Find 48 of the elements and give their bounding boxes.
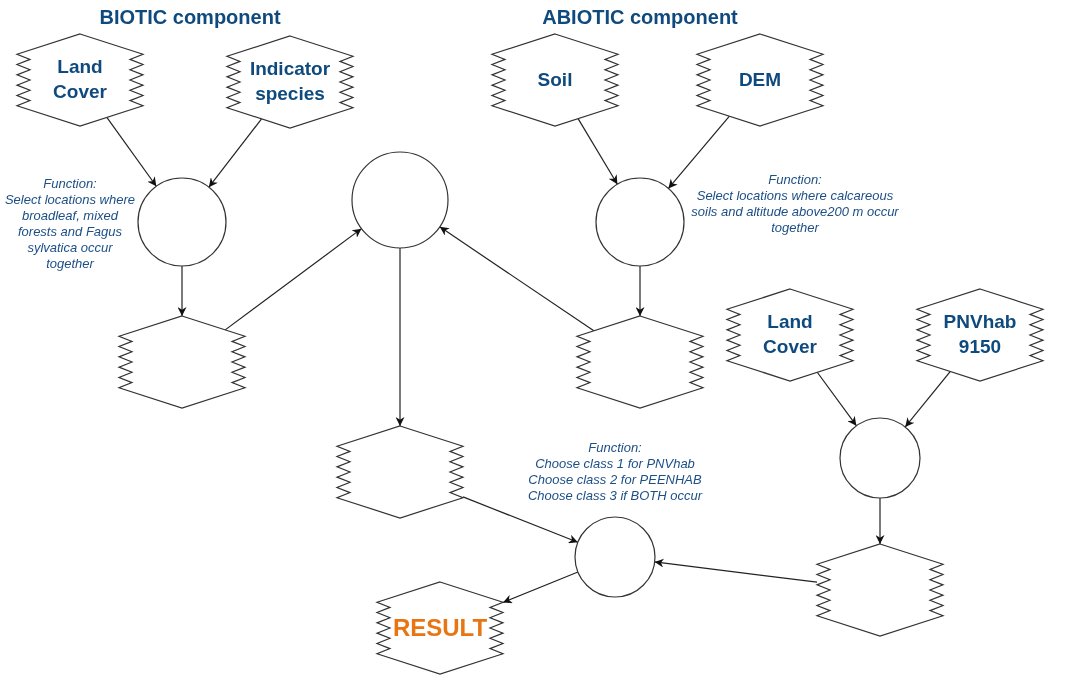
function-text: Choose class 3 if BOTH occur bbox=[526, 488, 704, 504]
arrow bbox=[667, 115, 731, 189]
process-circle bbox=[596, 178, 684, 266]
data-hexagon bbox=[377, 582, 503, 674]
process-circle bbox=[352, 152, 448, 248]
data-hexagon bbox=[577, 316, 703, 408]
data-hexagon bbox=[917, 289, 1043, 381]
arrow bbox=[177, 265, 187, 317]
node-label: Land Cover bbox=[762, 310, 818, 359]
arrow bbox=[875, 497, 885, 545]
arrow bbox=[904, 370, 951, 428]
function-text: Select locations where calcareous soils and altitude above200 m occur together bbox=[690, 188, 900, 236]
arrow bbox=[439, 226, 595, 332]
arrow bbox=[502, 571, 579, 604]
function-heading: Function: bbox=[767, 172, 823, 188]
function-heading: Function: bbox=[587, 440, 643, 456]
arrow bbox=[635, 265, 645, 317]
node-label: PNVhab 9150 bbox=[942, 310, 1018, 359]
data-hexagon bbox=[492, 34, 618, 126]
data-hexagon bbox=[17, 34, 143, 126]
arrow bbox=[654, 558, 818, 583]
arrow bbox=[224, 228, 363, 331]
arrow bbox=[106, 116, 157, 187]
section-title: BIOTIC component bbox=[99, 6, 281, 29]
arrow bbox=[577, 118, 618, 185]
process-circle bbox=[138, 178, 226, 266]
process-circle bbox=[840, 418, 920, 498]
data-hexagon bbox=[817, 544, 943, 636]
data-hexagon bbox=[227, 36, 353, 128]
data-hexagon bbox=[337, 426, 463, 518]
function-heading: Function: bbox=[42, 176, 98, 192]
arrow bbox=[208, 118, 263, 188]
node-label: Indicator species bbox=[248, 57, 332, 106]
node-label: Land Cover bbox=[52, 55, 108, 104]
arrow bbox=[395, 247, 405, 427]
data-hexagon bbox=[119, 316, 245, 408]
node-label: DEM bbox=[737, 67, 783, 92]
result-label: RESULT bbox=[391, 613, 489, 644]
process-circle bbox=[575, 517, 655, 597]
arrow bbox=[816, 371, 857, 427]
section-title: ABIOTIC component bbox=[542, 6, 738, 29]
node-label: Soil bbox=[536, 67, 574, 92]
arrow bbox=[462, 496, 579, 544]
data-hexagon bbox=[727, 289, 853, 381]
function-text: Select locations where broadleaf, mixed forests and Fagus sylvatica occur together bbox=[4, 192, 136, 272]
function-text: Choose class 1 for PNVhab bbox=[534, 456, 696, 472]
data-hexagon bbox=[697, 34, 823, 126]
function-text: Choose class 2 for PEENHAB bbox=[527, 472, 703, 488]
